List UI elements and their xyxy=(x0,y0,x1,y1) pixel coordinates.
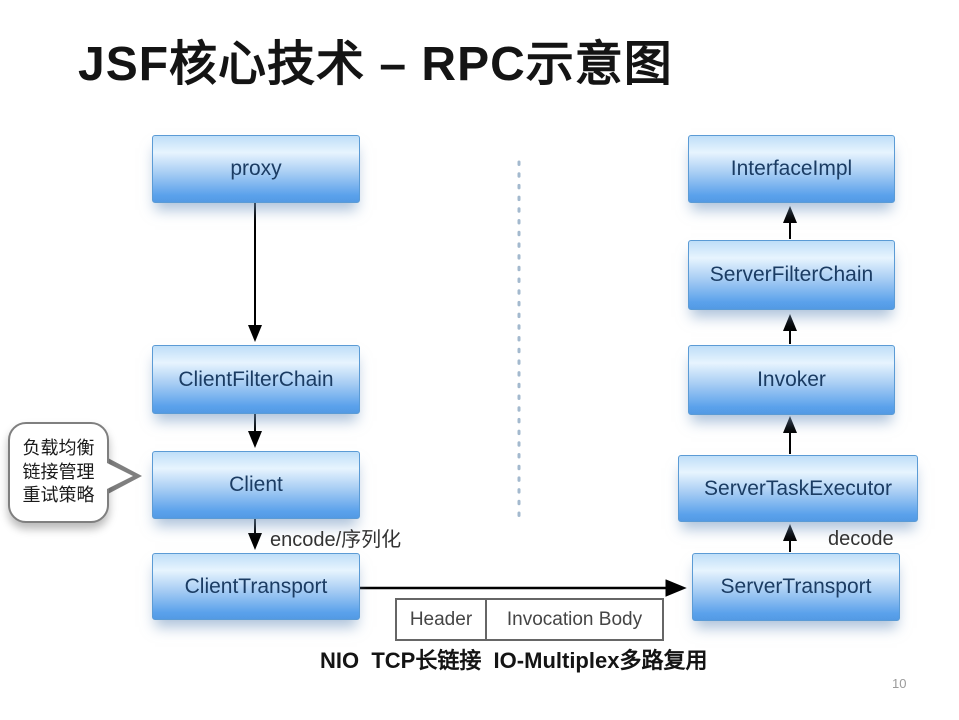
node-label: ServerTaskExecutor xyxy=(704,476,892,500)
node-client: Client xyxy=(152,451,360,519)
node-servertaskexecutor: ServerTaskExecutor xyxy=(678,455,918,522)
callout-tail-fill xyxy=(103,461,133,491)
node-interfaceimpl: InterfaceImpl xyxy=(688,135,895,203)
client-features-callout: 负载均衡 链接管理 重试策略 xyxy=(8,422,109,523)
callout-line: 链接管理 xyxy=(22,461,95,482)
node-invoker: Invoker xyxy=(688,345,895,415)
node-clientfilterchain: ClientFilterChain xyxy=(152,345,360,414)
node-label: InterfaceImpl xyxy=(730,157,853,180)
node-label: Client xyxy=(229,473,283,496)
invocation-body-cell: Invocation Body xyxy=(506,608,643,630)
decode-label: decode xyxy=(828,528,894,550)
callout-line: 负载均衡 xyxy=(22,438,95,459)
node-label: ClientTransport xyxy=(184,574,328,598)
node-label: ClientFilterChain xyxy=(178,367,334,391)
node-label: proxy xyxy=(230,157,282,180)
node-servertransport: ServerTransport xyxy=(692,553,900,621)
message-structure-box: Header Invocation Body xyxy=(395,598,664,641)
node-serverfilterchain: ServerFilterChain xyxy=(688,240,895,310)
page-title: JSF核心技术 – RPC示意图 xyxy=(78,38,673,91)
header-cell: Header xyxy=(397,600,487,639)
node-proxy: proxy xyxy=(152,135,360,203)
callout-line: 重试策略 xyxy=(22,485,95,506)
node-label: ServerTransport xyxy=(720,575,872,598)
node-label: ServerFilterChain xyxy=(709,263,874,286)
encode-label: encode/序列化 xyxy=(270,529,402,551)
page-number: 10 xyxy=(892,676,907,691)
transport-note: NIO TCP长链接 IO-Multiplex多路复用 xyxy=(320,648,708,673)
node-clienttransport: ClientTransport xyxy=(152,553,360,620)
node-label: Invoker xyxy=(757,368,826,391)
